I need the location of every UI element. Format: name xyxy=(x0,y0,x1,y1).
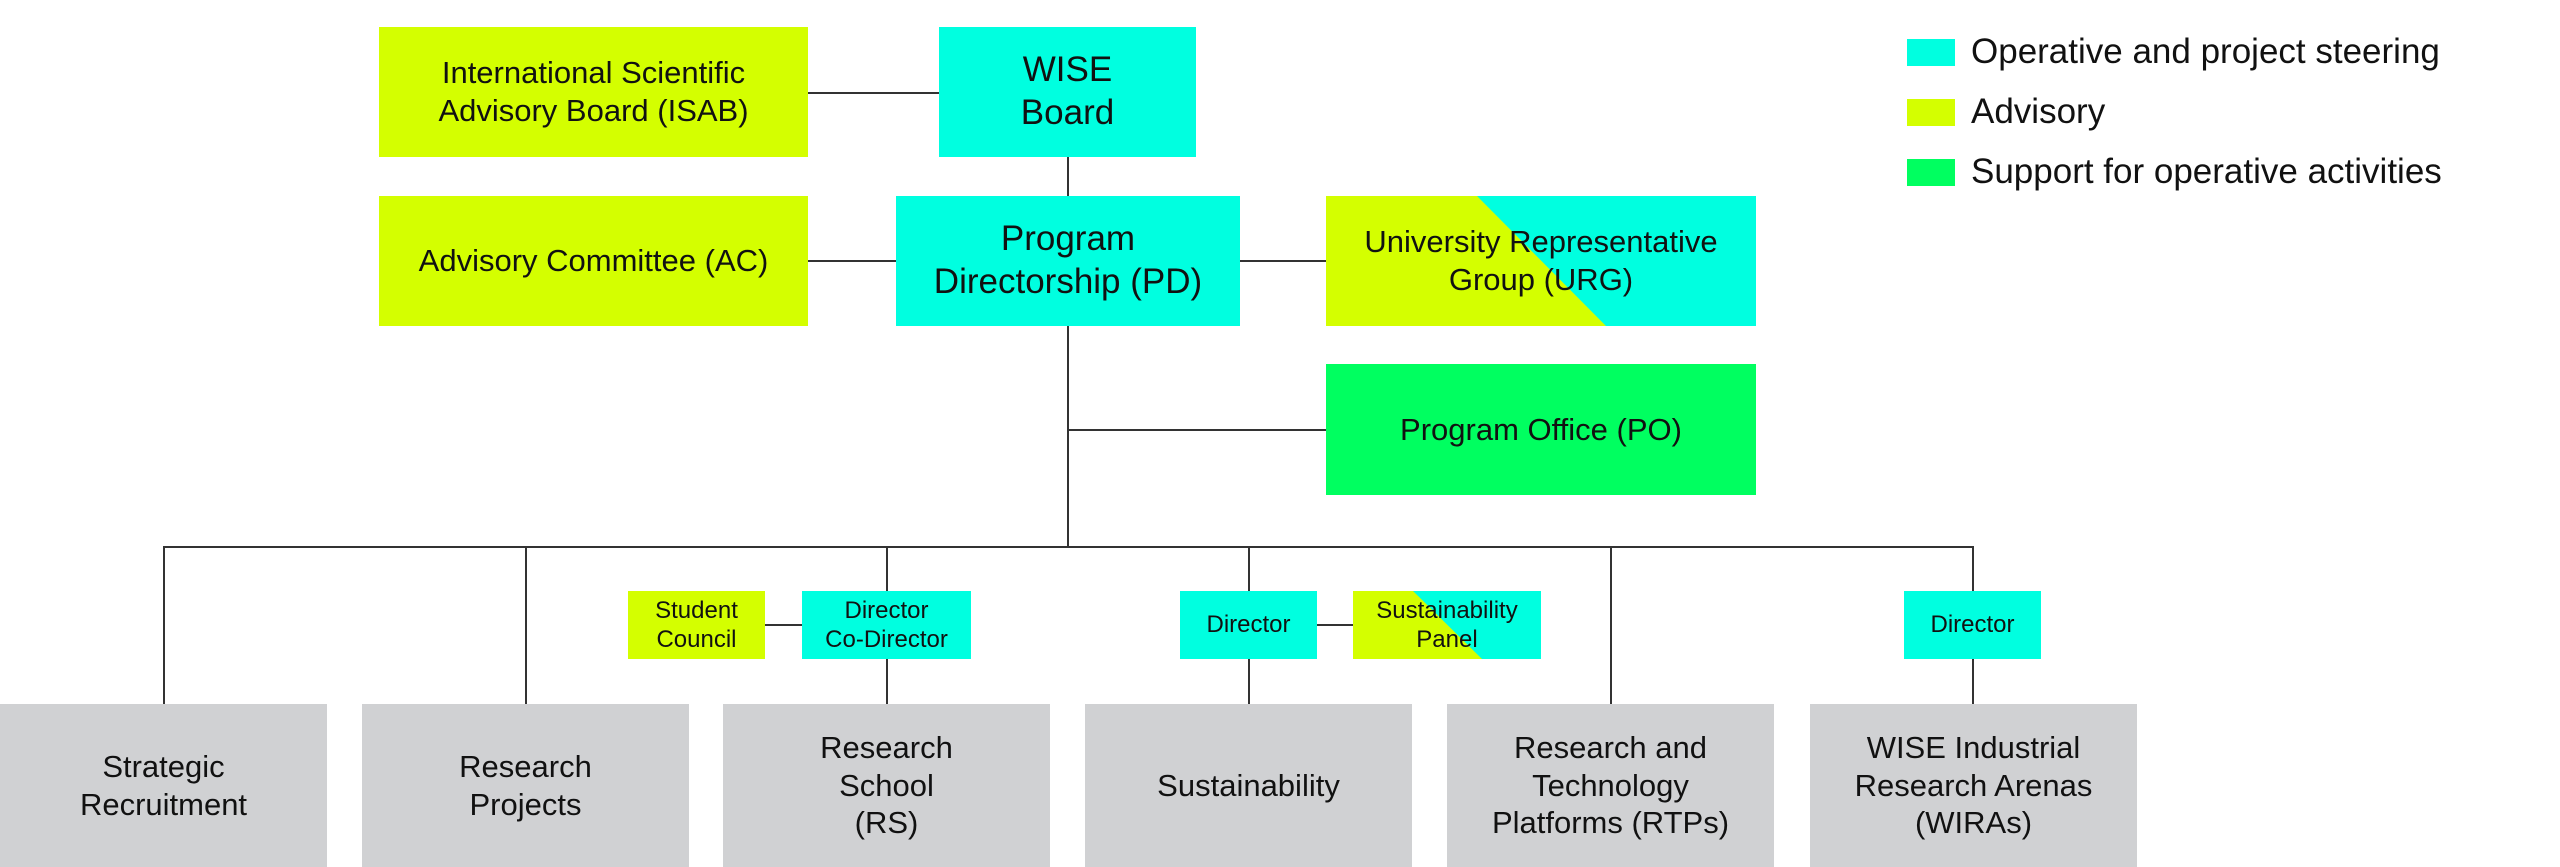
sust-panel-box: Sustainability Panel xyxy=(1353,591,1541,659)
legend-item-support: Support for operative activities xyxy=(1907,152,2442,192)
legend-item-advisory: Advisory xyxy=(1907,92,2105,132)
unit-label: Research Projects xyxy=(459,748,592,822)
unit-research-school: Research School (RS) xyxy=(723,704,1050,867)
unit-sustainability: Sustainability xyxy=(1085,704,1412,867)
wise-board-label: WISE Board xyxy=(1020,50,1115,132)
connector-units-bus xyxy=(163,546,1974,548)
wira-director-label: Director xyxy=(1930,611,2015,639)
sust-panel-label: Sustainability Panel xyxy=(1376,596,1518,653)
wira-director-box: Director xyxy=(1904,591,2041,659)
unit-label: WISE Industrial Research Arenas (WIRAs) xyxy=(1854,729,2093,841)
legend-swatch-advisory xyxy=(1907,98,1955,126)
unit-research-projects: Research Projects xyxy=(362,704,689,867)
connector-ac-pd xyxy=(808,260,896,262)
connector-pd-trunk xyxy=(1067,326,1069,548)
student-council-box: Student Council xyxy=(628,591,765,659)
isab-box: International Scientific Advisory Board … xyxy=(379,27,808,157)
unit-wiras: WISE Industrial Research Arenas (WIRAs) xyxy=(1810,704,2137,867)
urg-box: University Representative Group (URG) xyxy=(1326,196,1756,326)
unit-label: Research and Technology Platforms (RTPs) xyxy=(1491,729,1730,841)
pd-label: Program Directorship (PD) xyxy=(933,219,1203,301)
legend-item-steering: Operative and project steering xyxy=(1907,32,2440,72)
wise-board-box: WISE Board xyxy=(939,27,1196,157)
unit-label: Research School (RS) xyxy=(820,729,953,841)
connector-student-council xyxy=(765,624,802,626)
urg-split-background xyxy=(1326,196,1756,326)
urg-label: University Representative Group (URG) xyxy=(1364,224,1718,297)
legend-label: Operative and project steering xyxy=(1971,32,2440,71)
sust-director-label: Director xyxy=(1206,611,1291,639)
connector-unit-1 xyxy=(163,546,165,704)
legend-swatch-steering xyxy=(1907,38,1955,66)
po-box: Program Office (PO) xyxy=(1326,364,1756,495)
legend-label: Support for operative activities xyxy=(1971,152,2442,191)
connector-sust-panel xyxy=(1317,624,1353,626)
connector-unit-2 xyxy=(525,546,527,704)
unit-rtps: Research and Technology Platforms (RTPs) xyxy=(1447,704,1774,867)
unit-strategic-recruitment: Strategic Recruitment xyxy=(0,704,327,867)
connector-unit-5 xyxy=(1610,546,1612,704)
rs-director-box: Director Co-Director xyxy=(802,591,971,659)
isab-label: International Scientific Advisory Board … xyxy=(438,55,749,128)
unit-label: Strategic Recruitment xyxy=(79,748,248,822)
legend-label: Advisory xyxy=(1971,92,2106,131)
unit-label: Sustainability xyxy=(1157,767,1340,803)
pd-box: Program Directorship (PD) xyxy=(896,196,1240,326)
ac-label: Advisory Committee (AC) xyxy=(418,243,769,279)
ac-box: Advisory Committee (AC) xyxy=(379,196,808,326)
connector-trunk-po xyxy=(1067,429,1326,431)
sust-director-box: Director xyxy=(1180,591,1317,659)
po-label: Program Office (PO) xyxy=(1400,411,1682,447)
legend-swatch-support xyxy=(1907,158,1955,186)
connector-wise-pd xyxy=(1067,157,1069,196)
sust-panel-split-background xyxy=(1353,591,1541,659)
connector-pd-urg xyxy=(1240,260,1326,262)
rs-director-label: Director Co-Director xyxy=(825,596,948,653)
connector-isab-wise xyxy=(808,92,939,94)
student-council-label: Student Council xyxy=(655,596,738,653)
